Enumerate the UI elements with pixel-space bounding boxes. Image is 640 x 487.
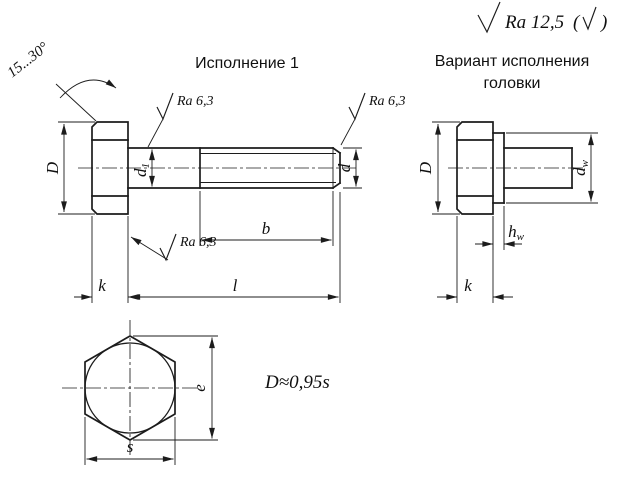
dim-label-D-main: D bbox=[43, 161, 62, 175]
formula-D-s: D≈0,95s bbox=[264, 372, 330, 393]
end-chamfer-bottom bbox=[331, 181, 342, 190]
dim-s: s bbox=[84, 417, 176, 465]
inscribed-circle bbox=[84, 342, 176, 434]
roughness-check-small-icon bbox=[582, 6, 597, 31]
roughness-callout-bearing-face: Ra 6,3 bbox=[130, 233, 217, 262]
dim-label-b: b bbox=[262, 219, 271, 238]
hexagon-outline bbox=[84, 335, 176, 441]
title-variant-line2: головки bbox=[484, 75, 541, 92]
dim-hw: hw bbox=[475, 206, 525, 250]
dim-e: e bbox=[133, 335, 218, 441]
title-variant-line1: Вариант исполнения bbox=[435, 53, 590, 70]
dim-l: l bbox=[129, 192, 341, 303]
dim-label-s: s bbox=[127, 437, 134, 456]
paren-open: ( bbox=[573, 12, 581, 33]
hex-head-top-view: e s bbox=[62, 320, 218, 465]
chamfer-angle-label: 15...30° bbox=[5, 39, 52, 81]
roughness-value-shank: Ra 6,3 bbox=[176, 94, 214, 109]
roughness-callout-shank: Ra 6,3 bbox=[147, 92, 214, 148]
dim-label-d1: d1 bbox=[131, 163, 152, 177]
dim-d: d bbox=[335, 147, 362, 189]
dim-label-hw: hw bbox=[508, 222, 525, 243]
bolt-head-outline bbox=[91, 121, 129, 215]
title-execution: Исполнение 1 bbox=[195, 55, 299, 72]
dim-b: b bbox=[199, 191, 334, 246]
dim-label-dw: dw bbox=[570, 159, 591, 176]
dim-label-k-main: k bbox=[98, 276, 106, 295]
roughness-callout-thread: Ra 6,3 bbox=[340, 92, 406, 146]
roughness-value-bearing: Ra 6,3 bbox=[179, 235, 217, 250]
variant-head-outline bbox=[456, 121, 494, 215]
corner-roughness-mark: Ra 12,5 ( ) bbox=[477, 1, 607, 34]
roughness-value-thread: Ra 6,3 bbox=[368, 94, 406, 109]
dim-k-variant: k bbox=[437, 216, 513, 303]
dim-D-main: D bbox=[43, 121, 95, 215]
dim-label-d: d bbox=[335, 163, 354, 172]
dim-k-main: k bbox=[74, 216, 146, 303]
bolt-main-view: D d1 d b k bbox=[5, 39, 406, 303]
dim-label-D-variant: D bbox=[416, 161, 435, 175]
dim-D-variant: D bbox=[416, 121, 460, 215]
dim-dw: dw bbox=[506, 132, 598, 204]
roughness-check-icon bbox=[348, 92, 366, 121]
chamfer-angle-annotation: 15...30° bbox=[5, 39, 117, 122]
dim-d1: d1 bbox=[131, 149, 155, 187]
paren-close: ) bbox=[600, 12, 607, 33]
dim-label-l: l bbox=[233, 276, 238, 295]
roughness-check-icon bbox=[477, 1, 501, 34]
bolt-head-variant-view: D dw hw k bbox=[416, 121, 598, 303]
general-roughness-value: Ra 12,5 bbox=[504, 12, 564, 33]
end-chamfer-top bbox=[331, 146, 342, 155]
roughness-check-icon bbox=[159, 233, 177, 262]
dim-label-k-variant: k bbox=[464, 276, 472, 295]
roughness-check-icon bbox=[156, 92, 174, 121]
dim-label-e: e bbox=[190, 384, 209, 392]
